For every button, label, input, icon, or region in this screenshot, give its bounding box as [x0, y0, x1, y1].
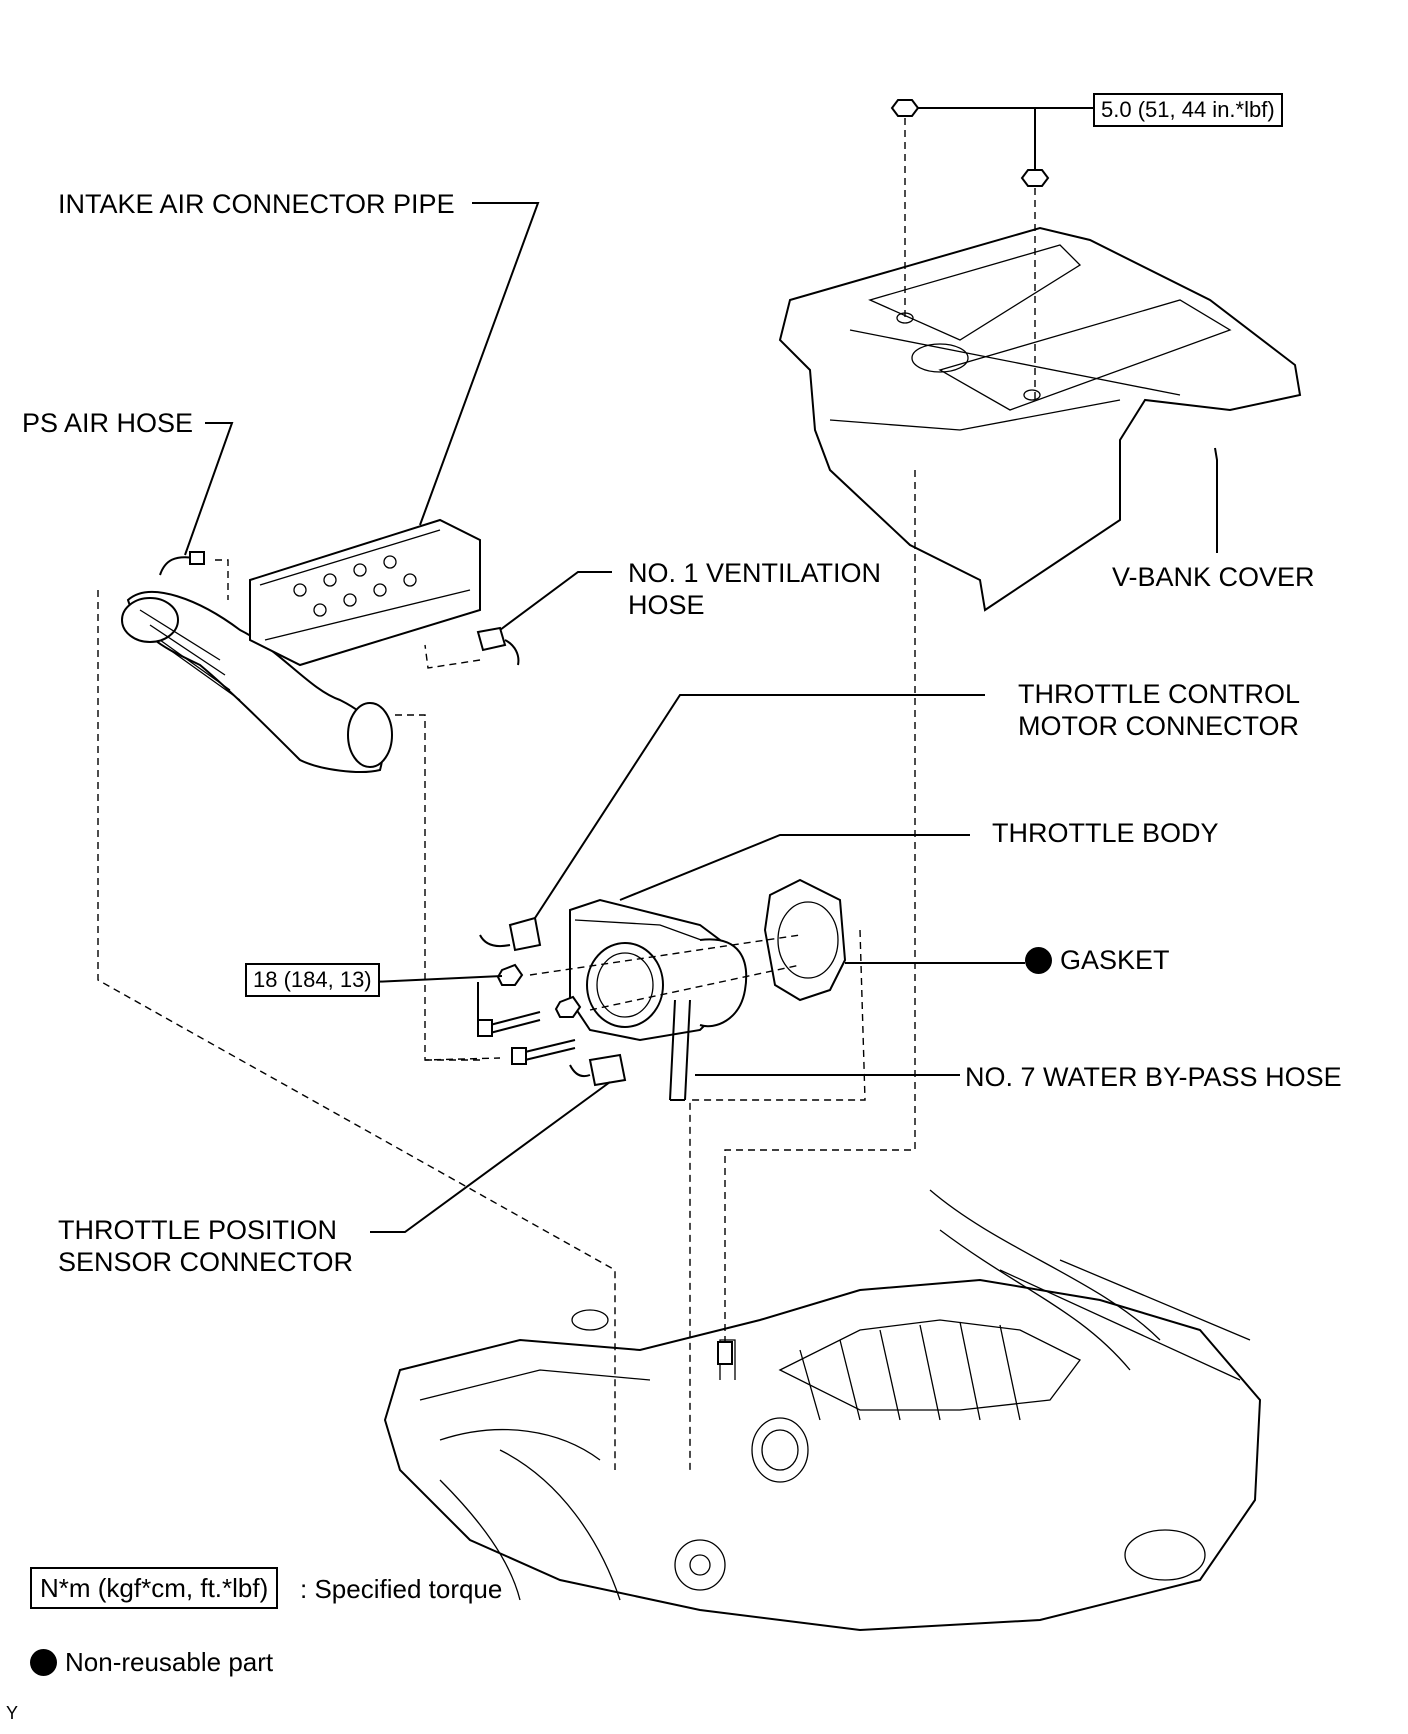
- gasket-part: [763, 878, 847, 1002]
- no1-ventilation-hose-label-line1: NO. 1 VENTILATION: [628, 558, 882, 588]
- v-bank-cover-torque-box: 5.0 (51, 44 in.*lbf): [1093, 93, 1283, 127]
- throttle-control-motor-connector-label-line1: THROTTLE CONTROL: [1018, 679, 1301, 709]
- throttle-position-sensor-connector-part: [569, 1053, 627, 1087]
- throttle-position-sensor-connector-label-line1: THROTTLE POSITION: [58, 1215, 338, 1245]
- ps-air-hose-label: PS AIR HOSE: [22, 408, 194, 438]
- intake-air-connector-pipe-part: [121, 518, 481, 773]
- throttle-body-label: THROTTLE BODY: [992, 818, 1219, 848]
- non-reusable-dot-icon: [1025, 947, 1052, 974]
- nonreusable-legend: Non-reusable part: [30, 1646, 273, 1678]
- throttle-body-bolts: [477, 963, 582, 1065]
- gasket-label-text: GASKET: [1060, 945, 1170, 975]
- intake-air-connector-pipe-label: INTAKE AIR CONNECTOR PIPE: [58, 189, 455, 219]
- v-bank-cover-label: V-BANK COVER: [1112, 562, 1315, 592]
- leader-lines: [184, 107, 1218, 1233]
- nonreusable-legend-text: Non-reusable part: [65, 1647, 274, 1677]
- no1-ventilation-hose-label-line2: HOSE: [628, 590, 705, 620]
- ps-air-hose-part: [159, 551, 205, 576]
- torque-legend-description: : Specified torque: [300, 1574, 503, 1604]
- throttle-body-torque-box: 18 (184, 13): [245, 963, 380, 997]
- torque-legend-key: N*m (kgf*cm, ft.*lbf): [30, 1567, 279, 1609]
- figure-code: Y: [6, 1703, 19, 1723]
- throttle-control-motor-connector-part: [479, 916, 542, 952]
- v-bank-cover-nuts: [890, 99, 1050, 187]
- throttle-body-part: [569, 898, 748, 1101]
- no7-water-bypass-hose-label: NO. 7 WATER BY-PASS HOSE: [965, 1062, 1342, 1092]
- assembly-dashed-lines: [97, 118, 1036, 1470]
- non-reusable-legend-dot-icon: [30, 1649, 57, 1676]
- ventilation-hose-part: [476, 626, 520, 666]
- throttle-position-sensor-connector-label-line2: SENSOR CONNECTOR: [58, 1247, 354, 1277]
- gasket-label: GASKET: [1025, 944, 1170, 976]
- v-bank-cover-part: [778, 226, 1302, 612]
- engine-assembly-part: [383, 1189, 1262, 1632]
- throttle-control-motor-connector-label-line2: MOTOR CONNECTOR: [1018, 711, 1300, 741]
